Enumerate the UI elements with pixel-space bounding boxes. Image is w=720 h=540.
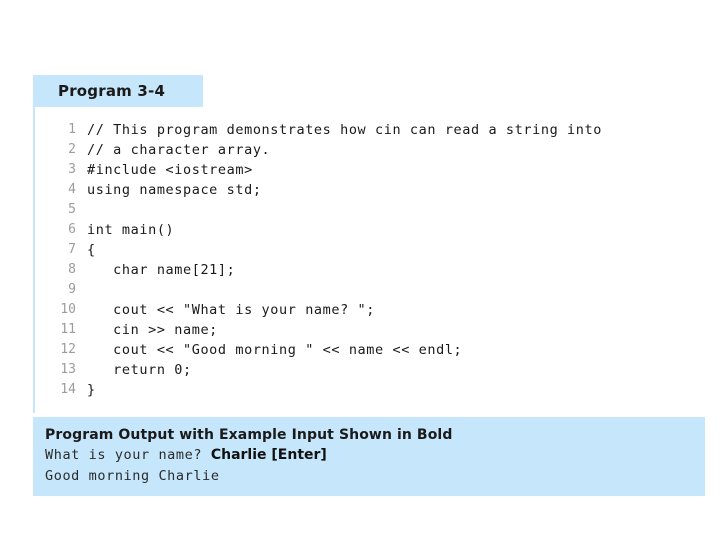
line-code: cin >> name; bbox=[87, 322, 218, 338]
line-number: 3 bbox=[68, 162, 76, 177]
code-lines-container: 1 // This program demonstrates how cin c… bbox=[35, 120, 720, 400]
code-line: 4 using namespace std; bbox=[35, 180, 720, 200]
line-number: 10 bbox=[60, 302, 76, 317]
code-line: 12 cout << "Good morning " << name << en… bbox=[35, 340, 720, 360]
line-code: { bbox=[87, 242, 96, 258]
code-line: 5 bbox=[35, 200, 720, 220]
line-code: char name[21]; bbox=[87, 262, 236, 278]
output-user-input: Charlie [Enter] bbox=[210, 447, 327, 463]
line-number: 4 bbox=[68, 182, 76, 197]
code-line: 8 char name[21]; bbox=[35, 260, 720, 280]
line-number: 7 bbox=[68, 242, 76, 257]
code-line: 14 } bbox=[35, 380, 720, 400]
program-output-heading: Program Output with Example Input Shown … bbox=[45, 427, 453, 443]
code-line: 9 bbox=[35, 280, 720, 300]
line-code: int main() bbox=[87, 222, 175, 238]
line-code: // a character array. bbox=[87, 142, 271, 158]
code-line: 7 { bbox=[35, 240, 720, 260]
line-code: #include <iostream> bbox=[87, 162, 253, 178]
code-line: 2 // a character array. bbox=[35, 140, 720, 160]
line-code: return 0; bbox=[87, 362, 192, 378]
code-line: 13 return 0; bbox=[35, 360, 720, 380]
program-output-panel: Program Output with Example Input Shown … bbox=[33, 417, 705, 496]
line-number: 12 bbox=[60, 342, 76, 357]
program-title-tab: Program 3-4 bbox=[33, 75, 203, 107]
line-number: 11 bbox=[60, 322, 76, 337]
output-prompt-text: What is your name? bbox=[45, 447, 211, 463]
code-line: 3 #include <iostream> bbox=[35, 160, 720, 180]
line-number: 2 bbox=[68, 142, 76, 157]
line-number: 13 bbox=[60, 362, 76, 377]
line-code: using namespace std; bbox=[87, 182, 262, 198]
line-code: cout << "Good morning " << name << endl; bbox=[87, 342, 463, 358]
line-number: 1 bbox=[68, 122, 76, 137]
line-number: 9 bbox=[68, 282, 76, 297]
code-listing-panel: 1 // This program demonstrates how cin c… bbox=[33, 107, 720, 413]
line-number: 8 bbox=[68, 262, 76, 277]
output-line-greeting: Good morning Charlie bbox=[45, 468, 220, 484]
line-number: 14 bbox=[60, 382, 76, 397]
line-code: cout << "What is your name? "; bbox=[87, 302, 376, 318]
code-line: 1 // This program demonstrates how cin c… bbox=[35, 120, 720, 140]
code-line: 11 cin >> name; bbox=[35, 320, 720, 340]
line-number: 5 bbox=[68, 202, 76, 217]
program-title-label: Program 3-4 bbox=[58, 82, 166, 100]
output-line-prompt: What is your name? Charlie [Enter] bbox=[45, 445, 705, 466]
code-line: 6 int main() bbox=[35, 220, 720, 240]
line-code: // This program demonstrates how cin can… bbox=[87, 122, 602, 138]
line-number: 6 bbox=[68, 222, 76, 237]
code-line: 10 cout << "What is your name? "; bbox=[35, 300, 720, 320]
line-code: } bbox=[87, 382, 96, 398]
